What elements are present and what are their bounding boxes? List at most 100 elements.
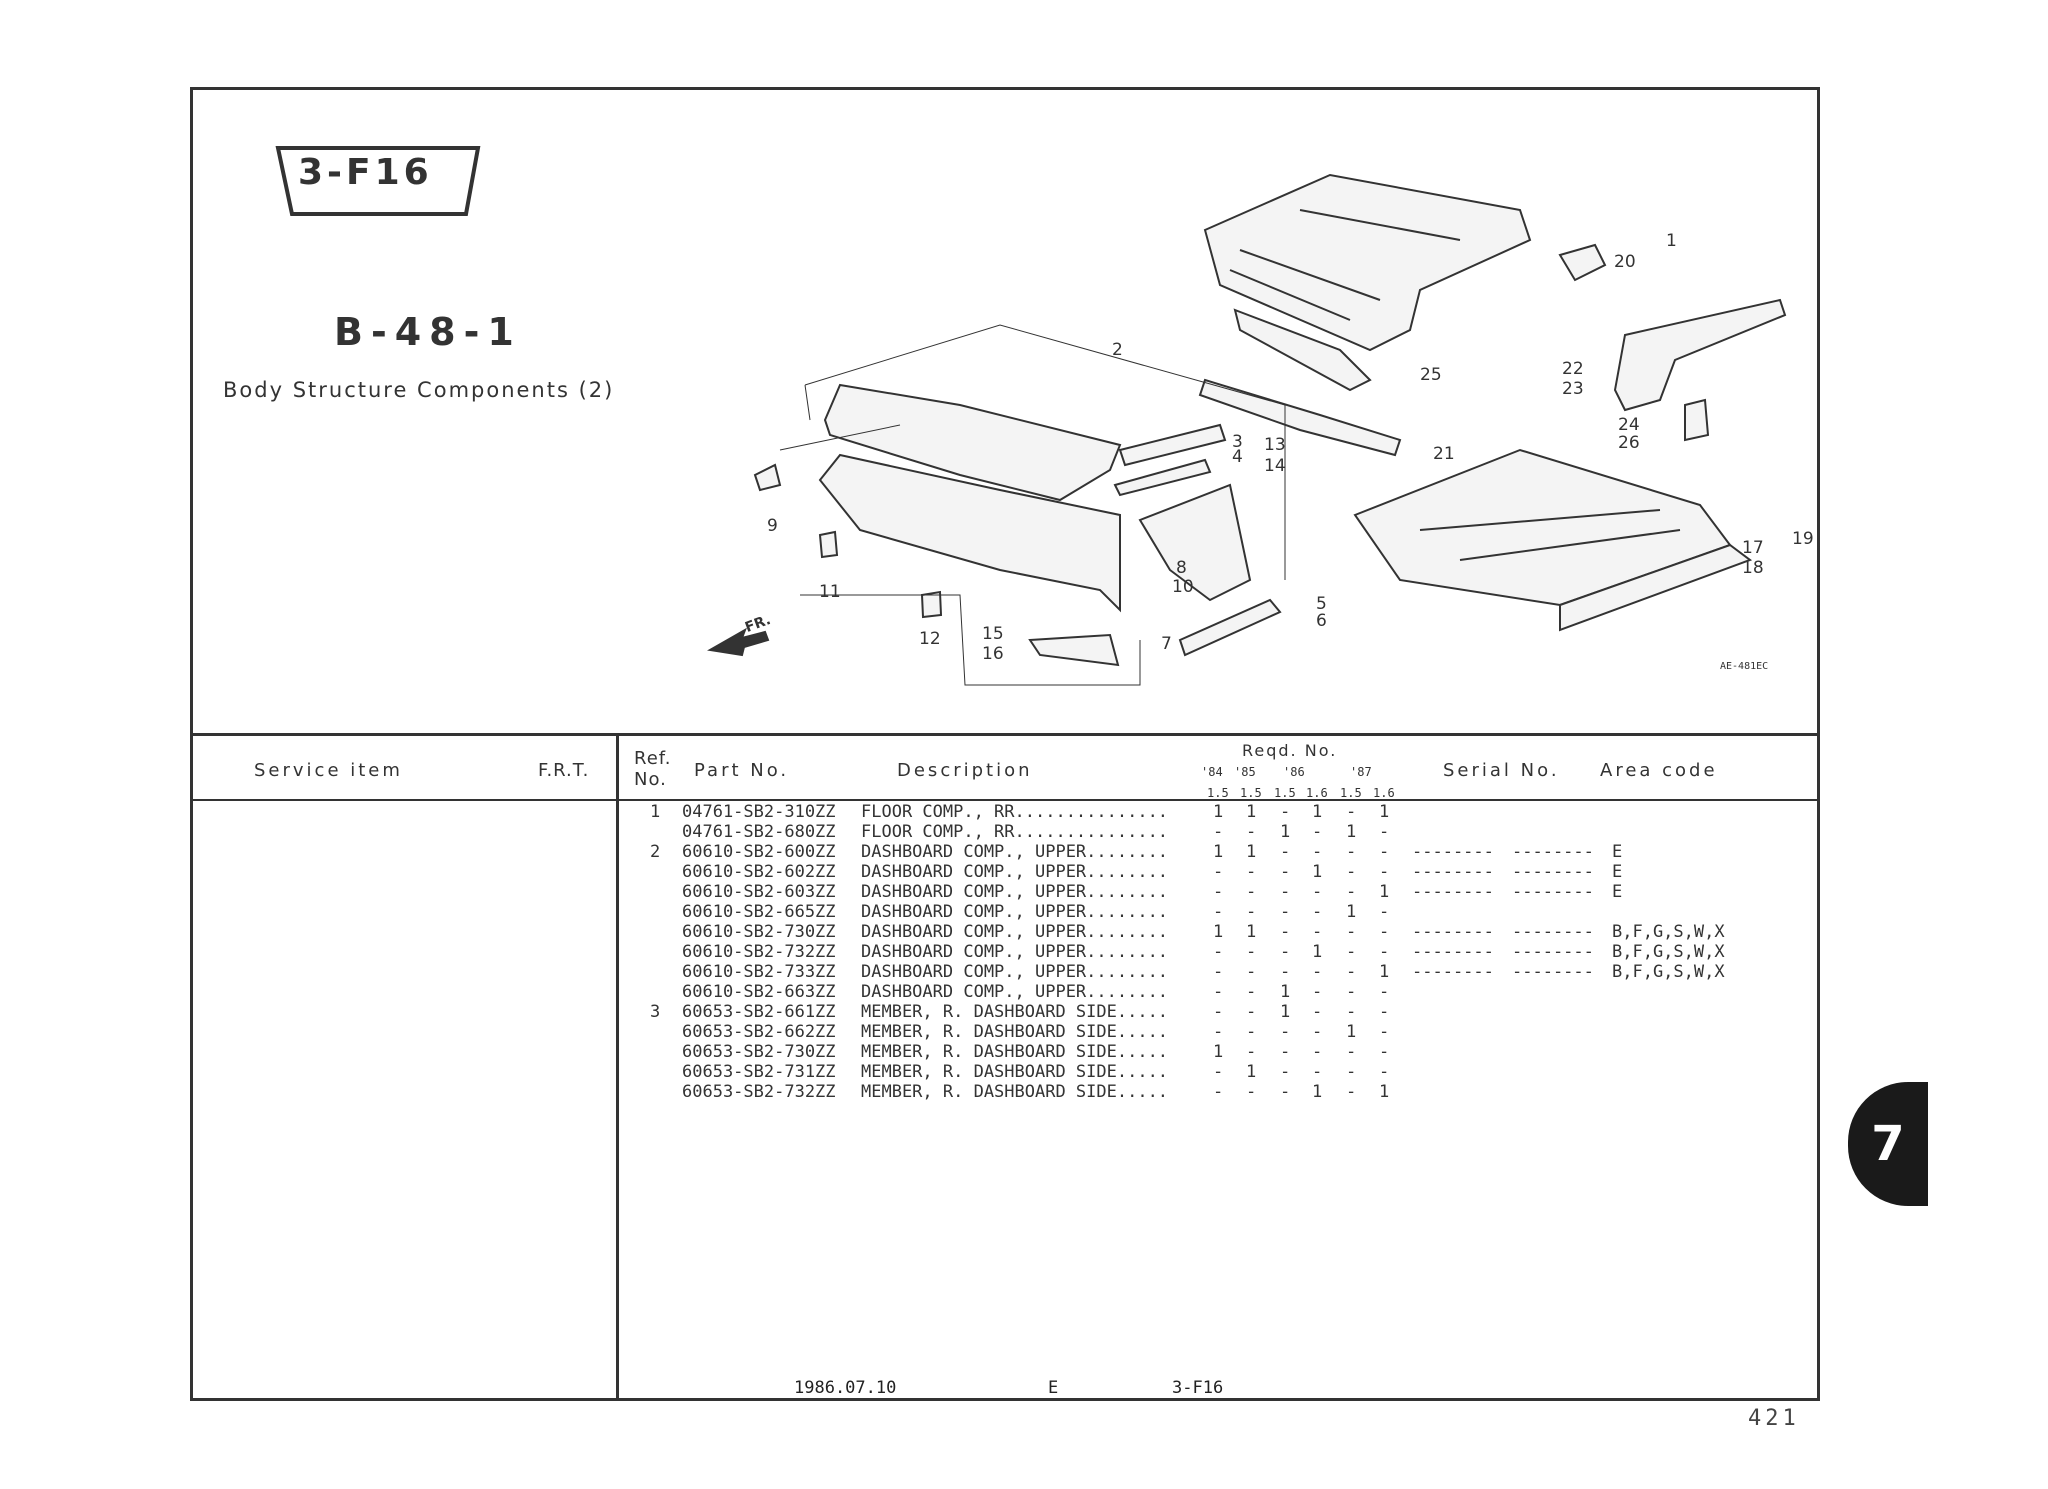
footer-date: 1986.07.10 xyxy=(794,1378,897,1398)
part-22-23 xyxy=(1613,298,1787,412)
qty-1: 1 xyxy=(1246,922,1257,942)
front-arrow-icon xyxy=(707,627,770,657)
description: DASHBOARD COMP., UPPER........ xyxy=(861,862,1169,882)
description: MEMBER, R. DASHBOARD SIDE..... xyxy=(861,1022,1169,1042)
page-number: 421 xyxy=(1748,1406,1800,1431)
qty-1: - xyxy=(1246,982,1257,1002)
callout-22: 22 xyxy=(1562,359,1584,379)
qty-2: 1 xyxy=(1280,982,1291,1002)
qty-5: - xyxy=(1379,1002,1390,1022)
qty-0: - xyxy=(1213,1082,1224,1102)
qty-1: - xyxy=(1246,1082,1257,1102)
header-frt: F.R.T. xyxy=(538,760,590,781)
section-tab-number: 7 xyxy=(1871,1116,1905,1172)
qty-1: - xyxy=(1246,882,1257,902)
qty-3: 1 xyxy=(1312,802,1323,822)
description: FLOOR COMP., RR............... xyxy=(861,802,1169,822)
qty-2: 1 xyxy=(1280,822,1291,842)
qty-4: 1 xyxy=(1346,1022,1357,1042)
qty-3: - xyxy=(1312,882,1323,902)
area-code: E xyxy=(1612,842,1623,862)
part-12 xyxy=(920,590,943,619)
qty-4: - xyxy=(1346,842,1357,862)
qty-5: 1 xyxy=(1379,802,1390,822)
qty-3: - xyxy=(1312,1022,1323,1042)
qty-0: - xyxy=(1213,942,1224,962)
qty-2: - xyxy=(1280,802,1291,822)
qty-5: - xyxy=(1379,982,1390,1002)
part-9 xyxy=(753,463,782,492)
header-area-code: Area code xyxy=(1600,760,1718,781)
qty-4: - xyxy=(1346,1002,1357,1022)
qty-3: - xyxy=(1312,962,1323,982)
header-year-84: '84 xyxy=(1201,765,1223,779)
callout-25: 25 xyxy=(1420,365,1442,385)
header-no: No. xyxy=(634,769,667,790)
part-number: 60653-SB2-662ZZ xyxy=(682,1022,836,1042)
part-dashboard-upper xyxy=(823,383,1122,502)
qty-4: - xyxy=(1346,1062,1357,1082)
callout-11: 11 xyxy=(819,582,841,602)
qty-3: - xyxy=(1312,842,1323,862)
serial-to: -------- xyxy=(1512,922,1594,942)
callout-21: 21 xyxy=(1433,444,1455,464)
callout-2: 2 xyxy=(1112,340,1123,360)
callout-1: 1 xyxy=(1666,231,1677,251)
qty-1: - xyxy=(1246,942,1257,962)
header-serial-no: Serial No. xyxy=(1443,760,1560,781)
callout-17: 17 xyxy=(1742,538,1764,558)
part-dashboard-lower xyxy=(818,453,1121,613)
area-code: E xyxy=(1612,882,1623,902)
qty-3: - xyxy=(1312,902,1323,922)
qty-3: 1 xyxy=(1312,1082,1323,1102)
header-engine-5: 1.6 xyxy=(1373,786,1395,800)
callout-24: 24 xyxy=(1618,415,1640,435)
part-number: 60610-SB2-663ZZ xyxy=(682,982,836,1002)
header-engine-4: 1.5 xyxy=(1340,786,1362,800)
qty-4: - xyxy=(1346,1042,1357,1062)
qty-2: - xyxy=(1280,902,1291,922)
qty-0: 1 xyxy=(1213,1042,1224,1062)
qty-0: - xyxy=(1213,982,1224,1002)
description: DASHBOARD COMP., UPPER........ xyxy=(861,882,1169,902)
qty-5: - xyxy=(1379,942,1390,962)
qty-1: - xyxy=(1246,1002,1257,1022)
callout-15: 15 xyxy=(982,624,1004,644)
qty-5: 1 xyxy=(1379,962,1390,982)
part-13-14 xyxy=(1113,423,1227,497)
callout-7: 7 xyxy=(1161,634,1172,654)
serial-to: -------- xyxy=(1512,882,1594,902)
qty-4: - xyxy=(1346,942,1357,962)
callout-5: 5 xyxy=(1316,594,1327,614)
qty-5: 1 xyxy=(1379,882,1390,902)
qty-3: - xyxy=(1312,822,1323,842)
part-number: 60610-SB2-603ZZ xyxy=(682,882,836,902)
part-number: 60610-SB2-733ZZ xyxy=(682,962,836,982)
page-code: B-48-1 xyxy=(334,310,522,354)
header-year-87: '87 xyxy=(1350,765,1372,779)
serial-from: -------- xyxy=(1412,922,1494,942)
qty-5: 1 xyxy=(1379,1082,1390,1102)
qty-0: 1 xyxy=(1213,922,1224,942)
qty-3: - xyxy=(1312,922,1323,942)
part-number: 60653-SB2-730ZZ xyxy=(682,1042,836,1062)
qty-1: - xyxy=(1246,962,1257,982)
serial-from: -------- xyxy=(1412,842,1494,862)
footer-code: 3-F16 xyxy=(1172,1378,1224,1398)
callout-4: 4 xyxy=(1232,447,1243,467)
qty-2: - xyxy=(1280,1082,1291,1102)
qty-0: 1 xyxy=(1213,802,1224,822)
description: MEMBER, R. DASHBOARD SIDE..... xyxy=(861,1082,1169,1102)
callout-6: 6 xyxy=(1316,611,1327,631)
ref-number: 2 xyxy=(650,842,661,862)
area-code: E xyxy=(1612,862,1623,882)
qty-4: - xyxy=(1346,862,1357,882)
callout-19: 19 xyxy=(1792,529,1814,549)
qty-0: 1 xyxy=(1213,842,1224,862)
qty-5: - xyxy=(1379,922,1390,942)
qty-1: - xyxy=(1246,1042,1257,1062)
callout-18: 18 xyxy=(1742,558,1764,578)
callout-23: 23 xyxy=(1562,379,1584,399)
callout-12: 12 xyxy=(919,629,941,649)
qty-0: - xyxy=(1213,962,1224,982)
